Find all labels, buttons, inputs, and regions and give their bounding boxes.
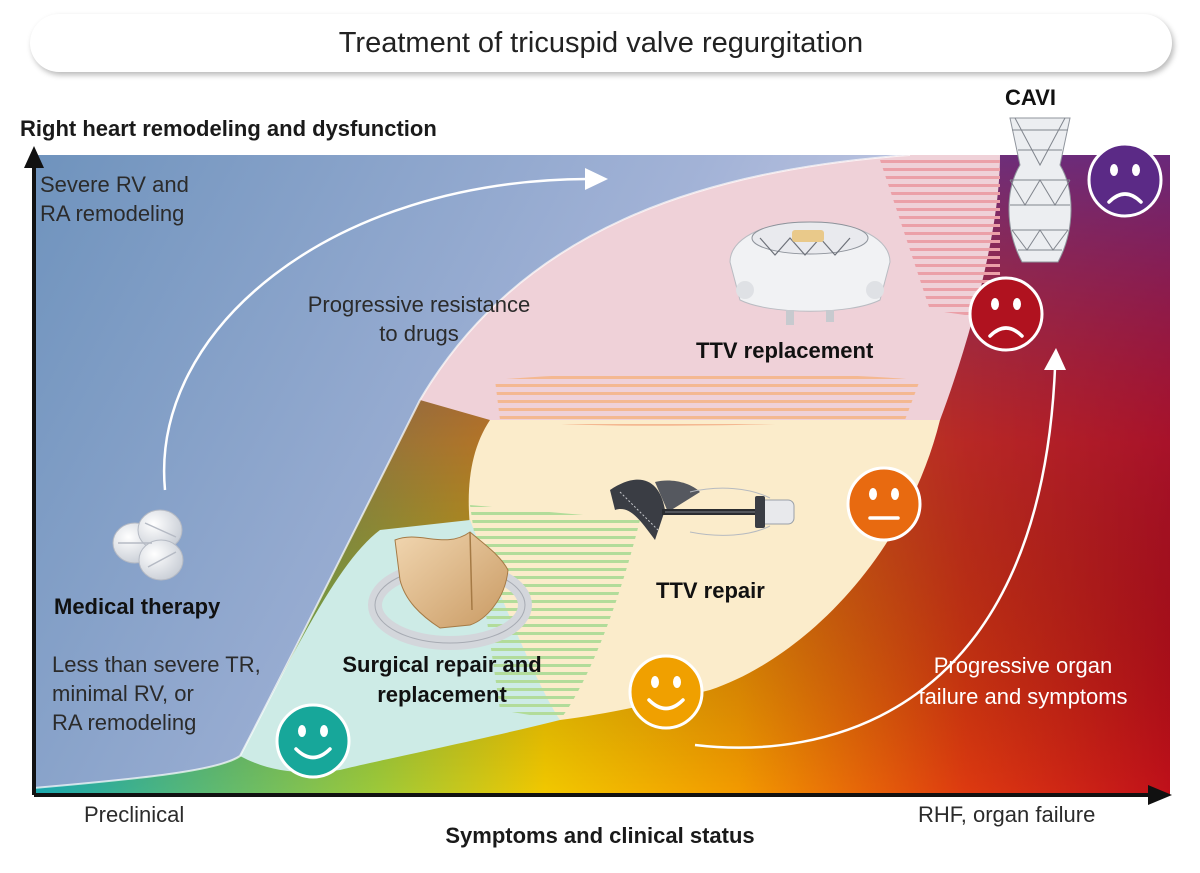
face-sad-purple	[1087, 142, 1163, 218]
organ-failure-arrow	[694, 348, 1066, 749]
x-axis-end-label: RHF, organ failure	[918, 802, 1096, 827]
organ-failure-text: Progressive organ failure and symptoms	[898, 650, 1148, 712]
organ-failure-line-1: Progressive organ	[933, 653, 1113, 678]
severe-remodeling-line-1: Severe RV and	[40, 172, 189, 197]
surgical-line-1: Surgical repair and	[342, 652, 542, 677]
resistance-arrow	[162, 168, 608, 491]
clip-device-icon	[610, 479, 795, 540]
x-axis-start-label: Preclinical	[84, 802, 185, 827]
less-severe-text: Less than severe TR, minimal RV, or RA r…	[52, 650, 261, 737]
surgical-ring-icon	[368, 531, 532, 650]
y-axis-label: Right heart remodeling and dysfunction	[20, 116, 437, 141]
axes	[24, 146, 1172, 805]
face-neutral-orange	[846, 466, 922, 542]
title-text: Treatment of tricuspid valve regurgitati…	[338, 26, 864, 59]
pills-icon	[112, 509, 184, 581]
ttv-repair-label: TTV repair	[656, 578, 765, 603]
resistance-line-2: to drugs	[379, 321, 459, 346]
medical-therapy-label: Medical therapy	[54, 594, 221, 619]
severe-remodeling-line-2: RA remodeling	[40, 201, 185, 226]
organ-failure-line-2: failure and symptoms	[918, 684, 1128, 709]
ttv-replacement-label: TTV replacement	[696, 338, 874, 363]
resistance-text: Progressive resistance to drugs	[296, 290, 542, 348]
stent-valve-icon	[1008, 117, 1072, 263]
x-axis-label: Symptoms and clinical status	[445, 823, 755, 848]
less-severe-line-3: RA remodeling	[52, 710, 197, 735]
resistance-line-1: Progressive resistance	[307, 292, 531, 317]
surgical-label: Surgical repair and replacement	[322, 650, 562, 710]
less-severe-line-1: Less than severe TR,	[52, 652, 261, 677]
replacement-valve-icon	[729, 221, 891, 325]
face-sad-red	[968, 276, 1044, 352]
surgical-line-2: replacement	[377, 682, 507, 707]
cavi-label: CAVI	[1005, 85, 1056, 110]
less-severe-line-2: minimal RV, or	[52, 681, 194, 706]
face-happy-yellow	[628, 654, 704, 730]
page-title: Treatment of tricuspid valve regurgitati…	[30, 14, 1172, 72]
severe-remodeling-text: Severe RV and RA remodeling	[40, 170, 189, 228]
disease-curve	[33, 154, 911, 789]
face-happy-teal	[275, 703, 351, 779]
